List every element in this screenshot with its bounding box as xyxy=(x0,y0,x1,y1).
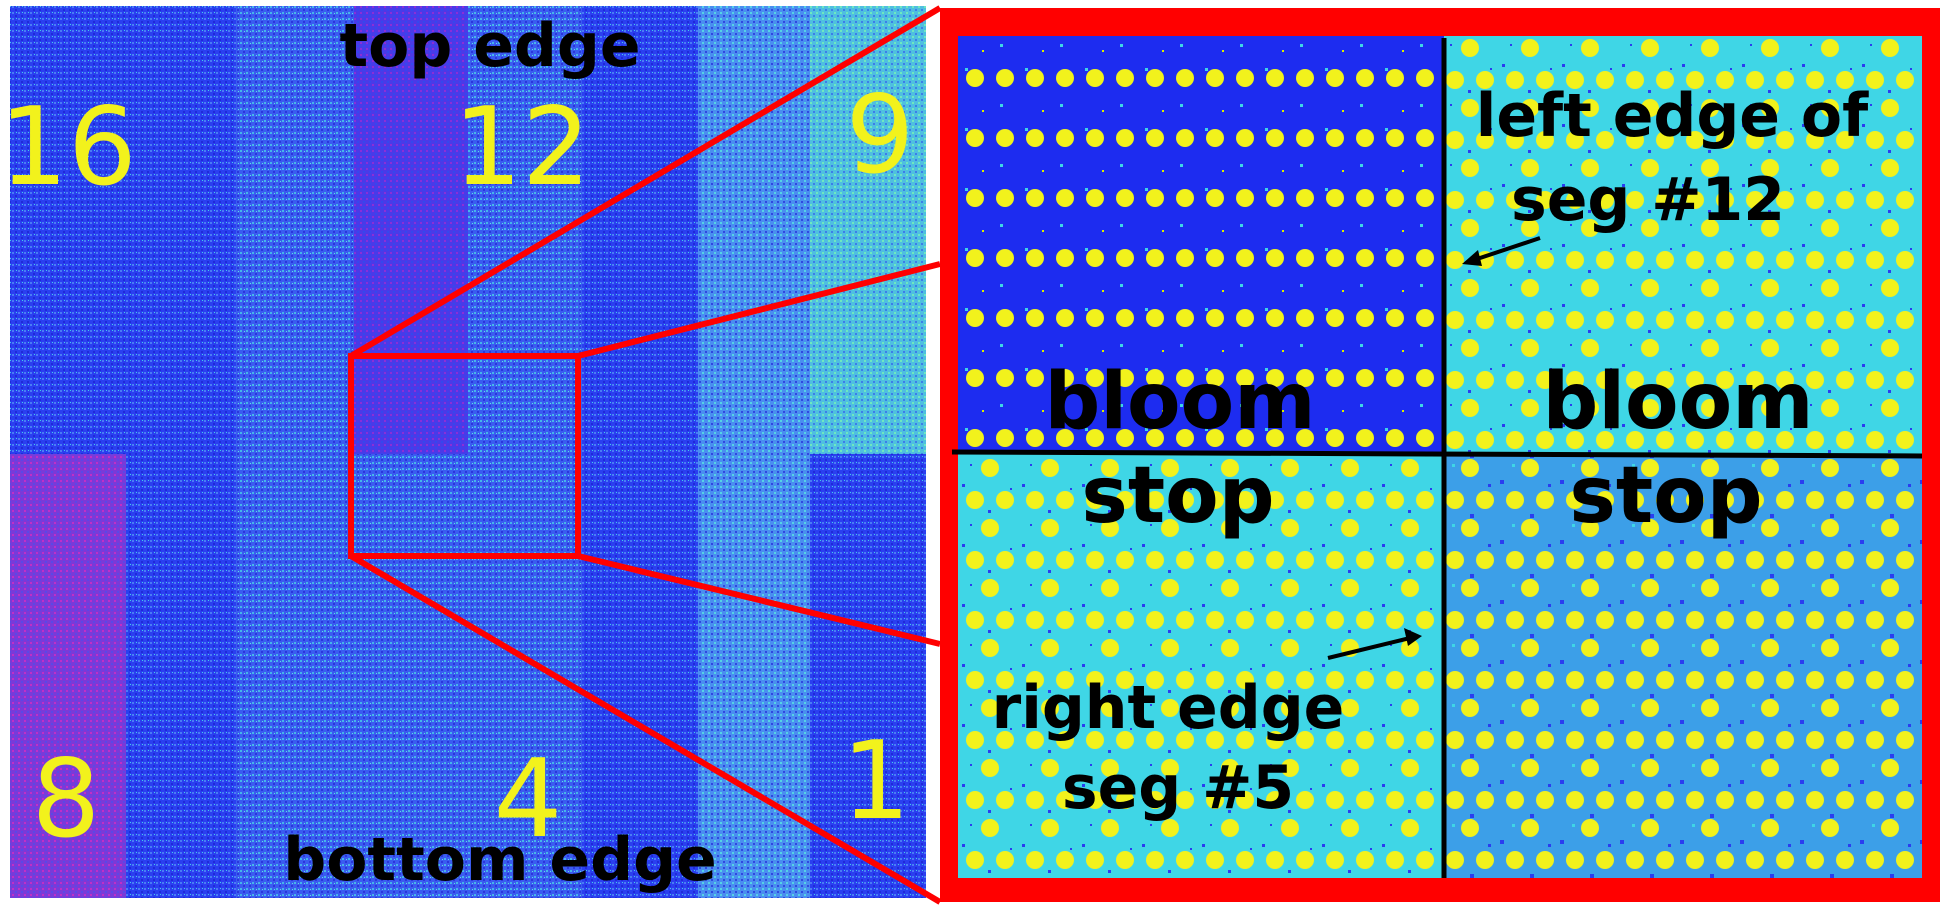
zoom-panel xyxy=(940,8,1940,902)
segment-label-12: 12 xyxy=(453,85,590,210)
segment-label-8: 8 xyxy=(32,737,101,862)
bottom-edge-label: bottom edge xyxy=(283,825,716,895)
annotation-bottom-line-2: seg #5 xyxy=(1062,753,1294,823)
arrow-icon-bottom xyxy=(1327,628,1422,660)
zoom-region-highlight xyxy=(348,5,942,905)
segment-label-9: 9 xyxy=(846,73,915,198)
horizontal-divider xyxy=(951,449,1923,459)
arrow-icon-top xyxy=(1462,236,1541,266)
segment-label-16: 16 xyxy=(0,85,137,210)
segment-label-1: 1 xyxy=(842,719,911,844)
overview-image xyxy=(10,6,926,898)
stop-label-right: stop xyxy=(1569,451,1762,541)
annotation-top-line-1: left edge of xyxy=(1476,81,1869,151)
stop-label-left: stop xyxy=(1081,451,1274,541)
annotation-top-line-2: seg #12 xyxy=(1511,165,1785,235)
bloom-label-right: bloom xyxy=(1542,357,1813,447)
top-edge-label: top edge xyxy=(339,11,640,81)
annotation-bottom-line-1: right edge xyxy=(992,673,1345,743)
segment-label-4: 4 xyxy=(494,737,563,862)
bloom-label-left: bloom xyxy=(1044,357,1315,447)
